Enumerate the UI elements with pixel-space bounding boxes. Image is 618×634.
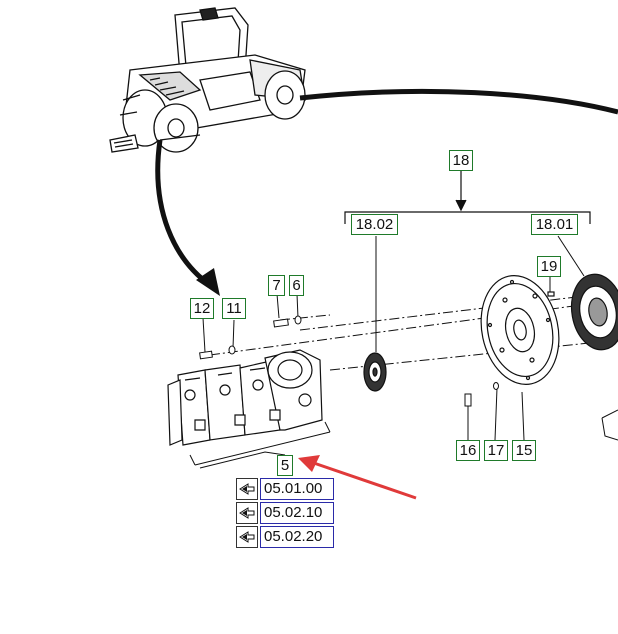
reference-arrow-icon[interactable] [236,478,258,500]
bolts-and-washers [199,315,302,360]
reference-row[interactable]: 05.02.10 [236,502,334,524]
callout-19[interactable]: 19 [537,256,561,277]
reference-link[interactable]: 05.02.10 [260,502,334,524]
callout-18-02[interactable]: 18.02 [351,214,398,235]
callout-18-01[interactable]: 18.01 [531,214,578,235]
callout-6[interactable]: 6 [289,275,304,296]
machine-to-pump-arrow [155,139,212,288]
callout-5[interactable]: 5 [277,455,293,476]
flywheel-plate-illustration [480,275,560,385]
fasteners-16-17 [464,382,499,407]
reference-arrow-icon[interactable] [236,502,258,524]
callout-18-bracket [344,170,591,224]
callout-15[interactable]: 15 [512,440,536,461]
machine-to-pump-arrowhead [196,268,220,296]
coupling-flange-illustration [547,273,618,351]
reference-link[interactable]: 05.01.00 [260,478,334,500]
callout-18[interactable]: 18 [449,150,473,171]
callout-17[interactable]: 17 [484,440,508,461]
callout-11[interactable]: 11 [222,298,246,319]
gear-hub-illustration [363,352,387,392]
reference-arrow-icon[interactable] [236,526,258,548]
highlight-pointer-arrow [304,458,417,500]
pump-assembly-illustration [167,349,323,446]
callout-12[interactable]: 12 [190,298,214,319]
reference-row[interactable]: 05.01.00 [236,478,334,500]
leader-lines [199,235,585,469]
highlight-pointer-arrowhead [298,455,320,472]
pump-base-outline [189,421,331,466]
reference-link[interactable]: 05.02.20 [260,526,334,548]
callout-16[interactable]: 16 [456,440,480,461]
partial-component-edge [601,409,618,441]
callout-7[interactable]: 7 [268,275,285,296]
roller-machine-illustration [109,7,306,153]
machine-to-flywheel-arrow [299,88,618,115]
reference-row[interactable]: 05.02.20 [236,526,334,548]
